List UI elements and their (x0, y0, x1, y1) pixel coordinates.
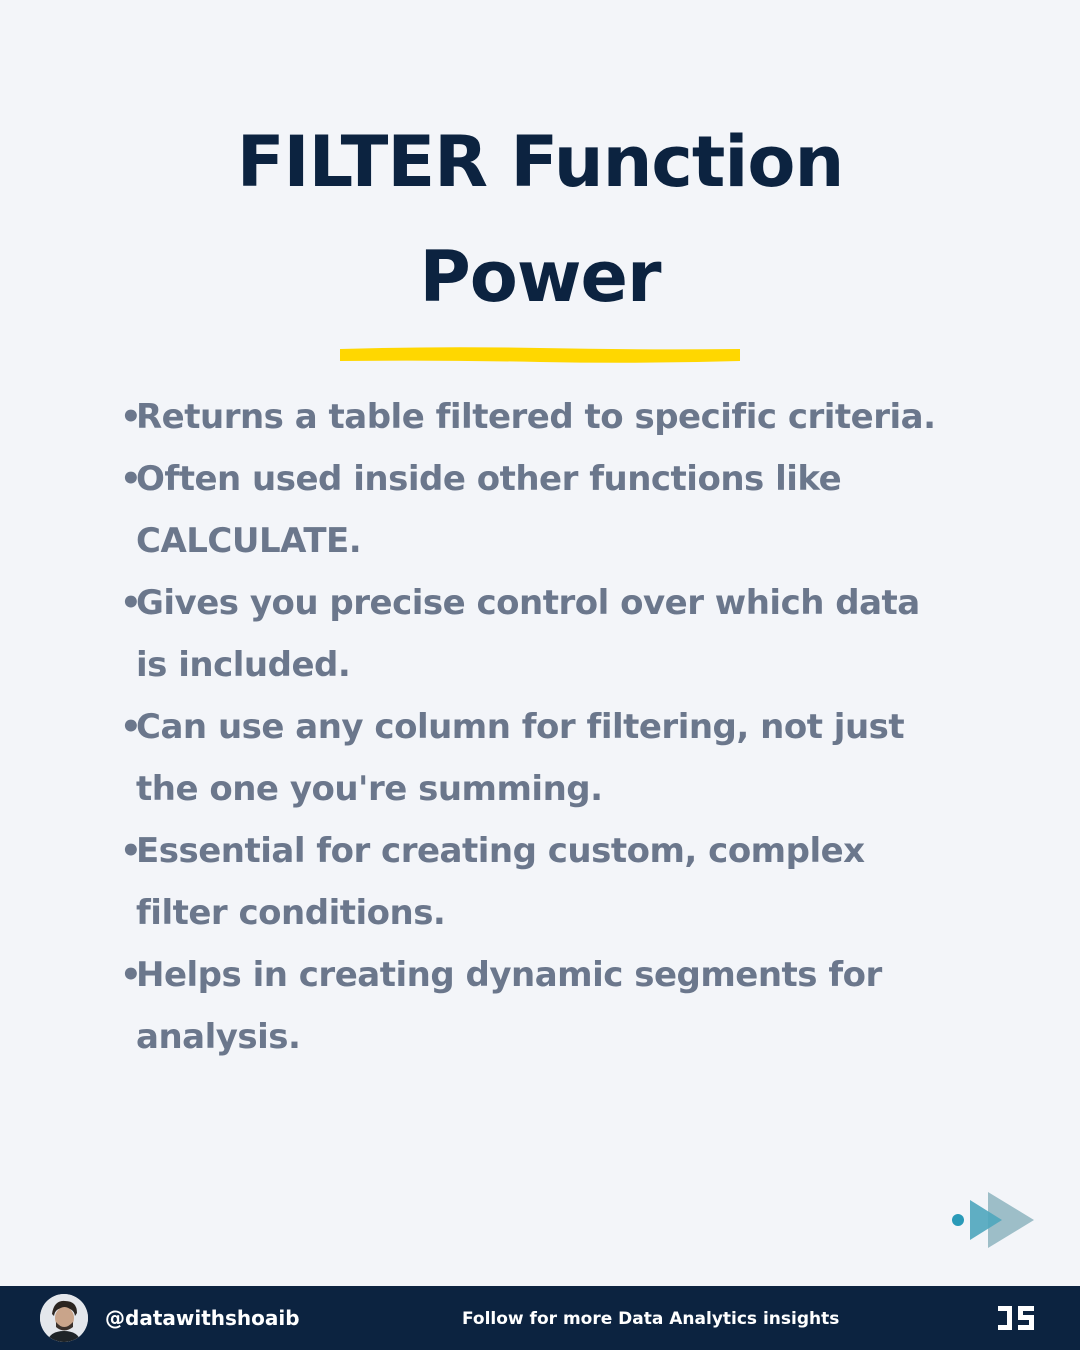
next-arrow-icon[interactable] (948, 1190, 1038, 1250)
list-item: •Often used inside other functions like … (120, 448, 950, 572)
footer-tagline: Follow for more Data Analytics insights (462, 1309, 840, 1329)
list-item: •Helps in creating dynamic segments for … (120, 944, 950, 1068)
bullet-text: Helps in creating dynamic segments for a… (136, 955, 882, 1057)
bullet-dot: • (120, 955, 142, 995)
list-item: •Essential for creating custom, complex … (120, 820, 950, 944)
page-title: FILTER Function Power (90, 105, 990, 335)
avatar (40, 1294, 88, 1342)
footer-handle[interactable]: @datawithshoaib (105, 1306, 300, 1330)
bullet-dot: • (120, 397, 142, 437)
footer-bar: @datawithshoaib Follow for more Data Ana… (0, 1286, 1080, 1350)
bullet-text: Can use any column for filtering, not ju… (136, 707, 905, 809)
bullet-dot: • (120, 583, 142, 623)
title-line-1: FILTER Function (236, 121, 845, 203)
bullet-list: •Returns a table filtered to specific cr… (120, 386, 950, 1068)
bullet-text: Gives you precise control over which dat… (136, 583, 920, 685)
bullet-text: Essential for creating custom, complex f… (136, 831, 865, 933)
list-item: •Can use any column for filtering, not j… (120, 696, 950, 820)
list-item: •Gives you precise control over which da… (120, 572, 950, 696)
bullet-text: Returns a table filtered to specific cri… (136, 397, 936, 437)
bullet-dot: • (120, 707, 142, 747)
list-item: •Returns a table filtered to specific cr… (120, 386, 950, 448)
profile-avatar-icon (40, 1294, 88, 1342)
highlight-underline (340, 347, 740, 363)
brand-logo-icon (998, 1306, 1034, 1330)
title-line-2: Power (419, 236, 661, 318)
bullet-dot: • (120, 459, 142, 499)
bullet-text: Often used inside other functions like C… (136, 459, 842, 561)
bullet-dot: • (120, 831, 142, 871)
